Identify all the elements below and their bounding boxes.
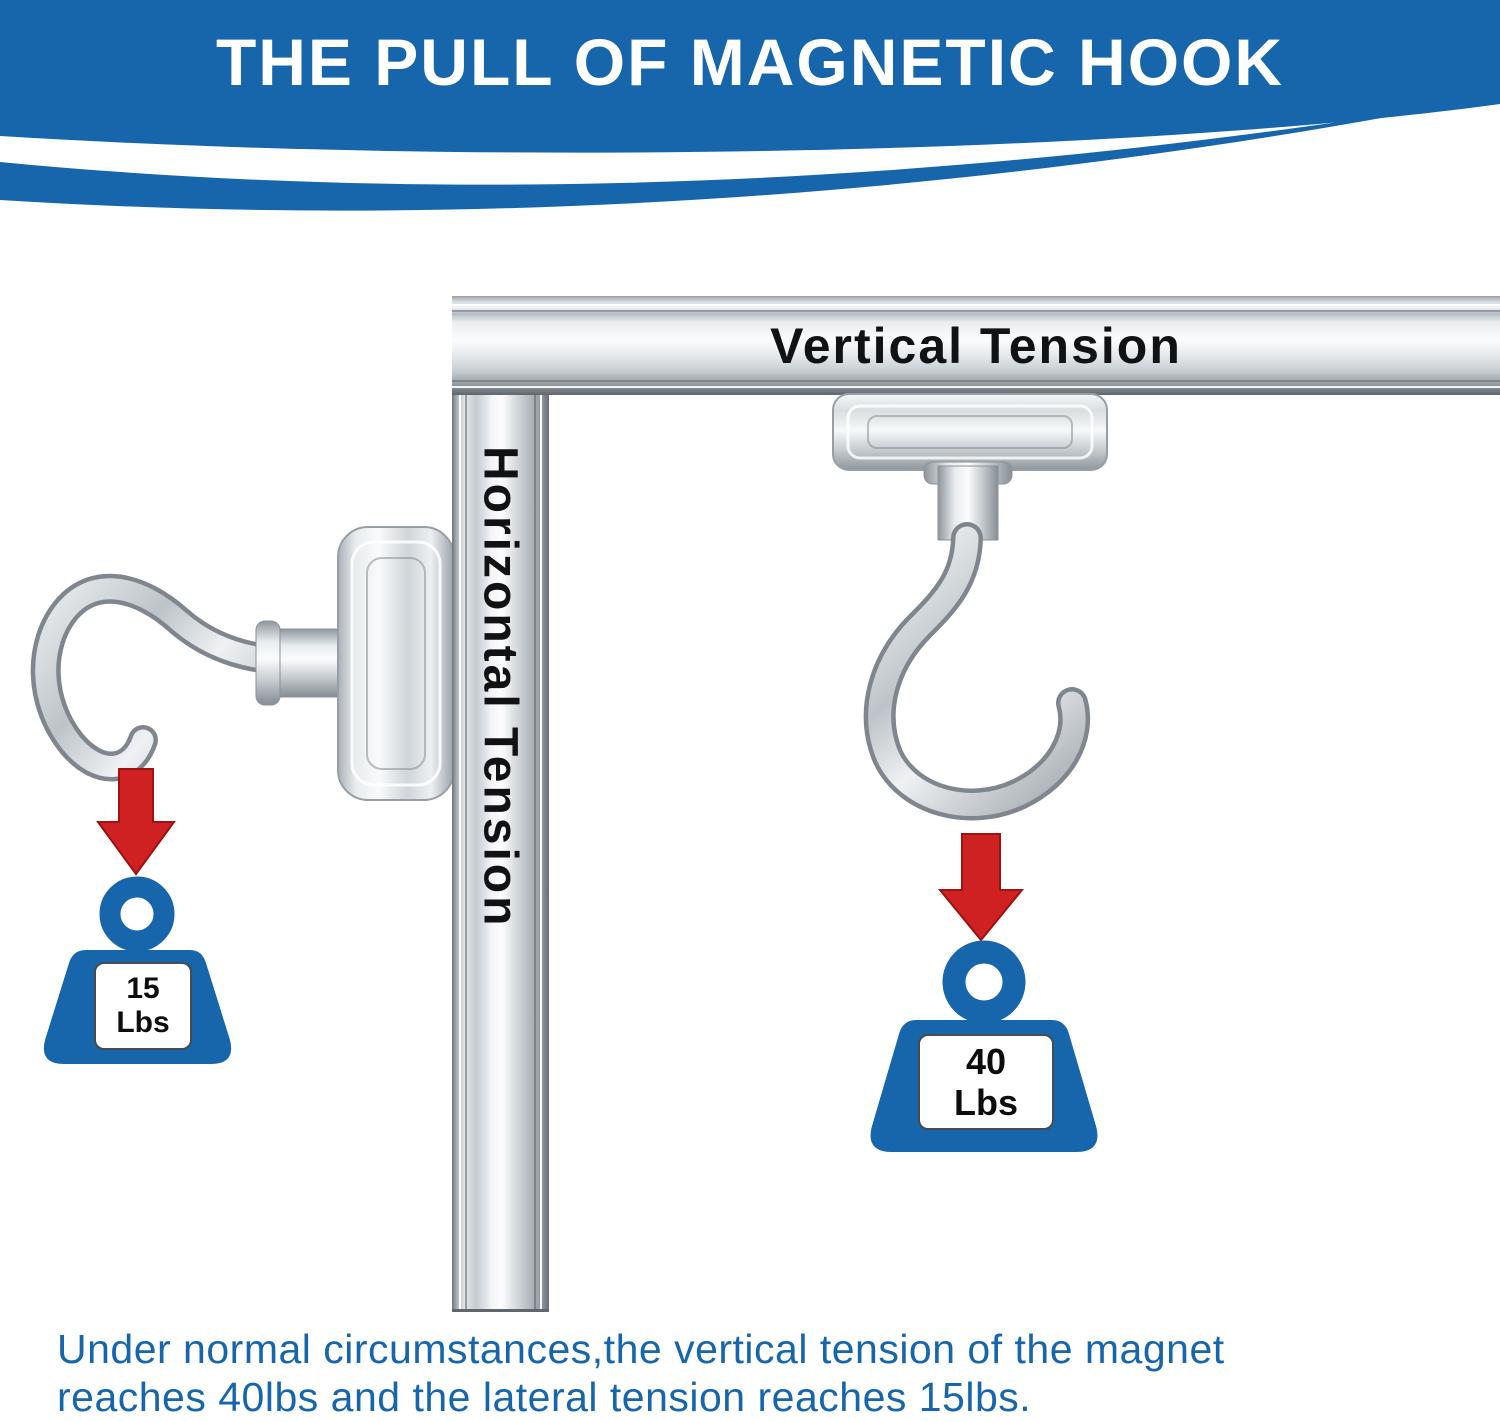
down-arrow	[937, 833, 1025, 942]
caption-line-1: Under normal circumstances,the vertical …	[57, 1326, 1225, 1372]
magnet-plate-ring	[846, 404, 1094, 460]
hook-wire-highlight	[35, 578, 313, 777]
header-banner-main	[0, 0, 1500, 153]
magnet-plate-inner-ring	[867, 415, 1073, 449]
weight-ring	[99, 876, 175, 952]
weight-unit: Lbs	[116, 1006, 170, 1039]
left-weight-label: 15 Lbs	[94, 962, 192, 1050]
down-arrow	[96, 768, 176, 876]
weight-value: 15	[126, 971, 160, 1005]
hook-stem	[267, 628, 349, 698]
vertical-tension-label: Vertical Tension	[770, 317, 1182, 374]
header-banner-swoosh	[0, 102, 1468, 211]
horizontal-steel-bar	[452, 296, 1500, 395]
magnet-disc	[337, 526, 455, 801]
hook-wire-highlight	[868, 526, 1086, 816]
weight-unit: Lbs	[953, 1082, 1018, 1123]
left-down-arrow-icon	[96, 768, 176, 876]
right-weight-label: 40 Lbs	[918, 1034, 1054, 1130]
right-down-arrow-icon	[937, 833, 1025, 942]
horizontal-tension-label: Horizontal Tension	[473, 446, 527, 929]
header-banner	[0, 0, 1500, 211]
vertical-steel-bar	[452, 296, 549, 1312]
caption: Under normal circumstances,the vertical …	[57, 1326, 1225, 1422]
left-magnetic-hook-icon	[30, 526, 455, 801]
magnet-disc-inner-ring	[366, 557, 426, 770]
weight-value: 40	[965, 1040, 1007, 1082]
right-magnetic-hook-icon	[832, 393, 1108, 821]
hook-stem-collar	[255, 620, 281, 706]
caption-line-2: reaches 40lbs and the lateral tension re…	[57, 1373, 1032, 1420]
weight-ring	[942, 940, 1026, 1024]
page-title: THE PULL OF MAGNETIC HOOK	[215, 25, 1285, 99]
magnet-disc-ring	[350, 540, 442, 787]
